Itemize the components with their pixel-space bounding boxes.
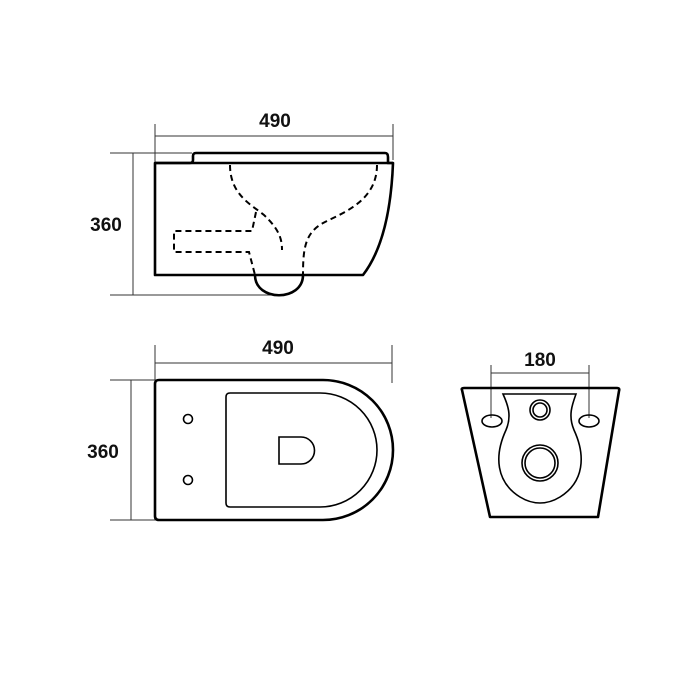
side-width-dimension: 490 bbox=[154, 111, 394, 163]
top-width-dimension: 490 bbox=[154, 338, 393, 383]
top-view: 490 360 bbox=[87, 338, 395, 522]
side-height-dimension: 360 bbox=[90, 152, 280, 296]
fixing-distance-dimension: 180 bbox=[490, 350, 590, 418]
bowl-body bbox=[153, 161, 395, 277]
back-outline bbox=[460, 386, 621, 519]
water-inlet-outer bbox=[529, 399, 551, 421]
trapway-outer bbox=[302, 164, 378, 276]
trapway-inner bbox=[229, 164, 283, 251]
bowl-opening bbox=[278, 436, 316, 465]
top-height-dimension: 360 bbox=[87, 379, 158, 521]
side-height-label: 360 bbox=[90, 215, 122, 236]
water-inlet-inner bbox=[532, 402, 548, 418]
side-view: 490 360 bbox=[90, 111, 395, 297]
top-width-label: 490 bbox=[262, 338, 294, 359]
back-recess bbox=[498, 393, 582, 504]
hinge-hole-bottom bbox=[182, 474, 194, 486]
back-view: 180 bbox=[460, 350, 621, 519]
fixing-distance-label: 180 bbox=[524, 350, 556, 371]
outlet-spigot bbox=[253, 274, 305, 297]
bowl-outline bbox=[153, 378, 395, 522]
flush-channel bbox=[173, 211, 257, 276]
side-width-label: 490 bbox=[259, 111, 291, 132]
seat-lid bbox=[155, 151, 393, 165]
hinge-hole-top bbox=[182, 413, 194, 425]
top-height-label: 360 bbox=[87, 442, 119, 463]
fixing-slot-left bbox=[481, 414, 503, 428]
waste-outlet-outer bbox=[521, 444, 559, 482]
seat-outline bbox=[225, 392, 378, 508]
waste-outlet-inner bbox=[524, 447, 556, 479]
fixing-slot-right bbox=[578, 414, 600, 428]
